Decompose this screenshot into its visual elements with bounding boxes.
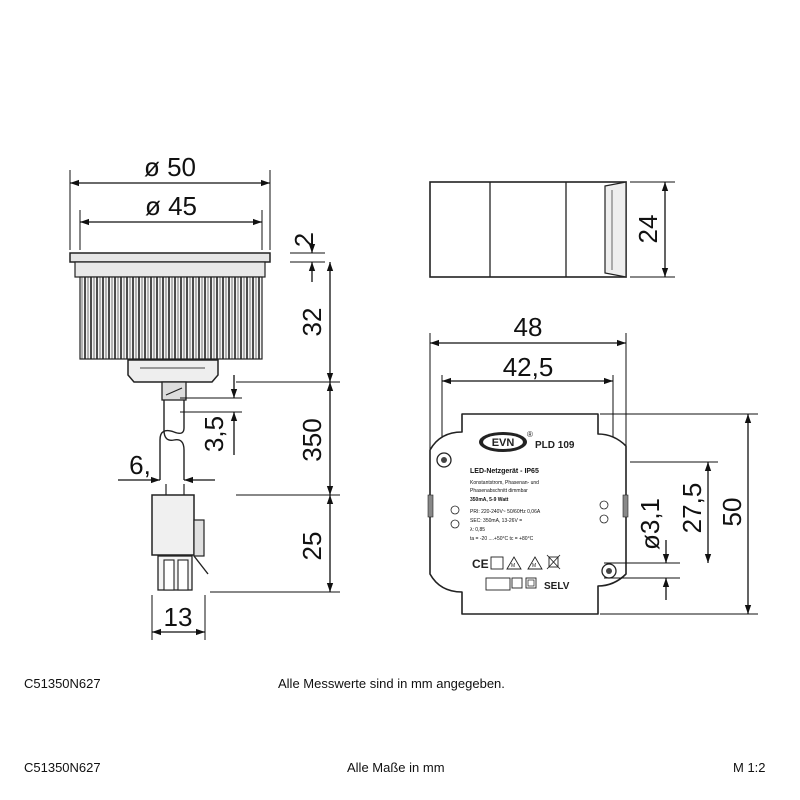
label-title: LED-Netzgerät - IP65: [470, 468, 539, 475]
label-temp: ta = -20 ....+50°C tc = +80°C: [470, 536, 534, 542]
dim-w6: 6,: [118, 450, 215, 484]
driver-side-view: [429, 181, 627, 278]
footer-note-1: Alle Messwerte sind in mm angegeben.: [278, 676, 505, 691]
evn-logo: EVN: [479, 432, 527, 452]
dim-d50-label: ø 50: [144, 152, 196, 182]
dim-h24-label: 24: [633, 215, 663, 244]
scale-label: M 1:2: [733, 760, 766, 775]
label-sec: SEC: 350mA, 13-26V =: [470, 518, 522, 524]
dim-w48-label: 48: [514, 312, 543, 342]
model-label: PLD 109: [535, 440, 575, 451]
dim-h24: 24: [630, 181, 675, 278]
dim-h50: 50: [600, 413, 758, 615]
svg-text:EVN: EVN: [492, 437, 515, 449]
label-pri: PRI: 220-240V~ 50/60Hz 0,06A: [470, 509, 541, 515]
dim-w13: 13: [151, 595, 206, 640]
selv-label: SELV: [544, 581, 570, 592]
downlight-side-view: [69, 252, 271, 591]
dim-d50: ø 50: [69, 152, 271, 250]
dim-w48: 48: [429, 312, 627, 460]
dim-h25: 25: [210, 494, 340, 593]
dim-d3-1-label: ø3,1: [635, 498, 665, 550]
dim-h2: 2: [289, 233, 325, 282]
dim-w42-5-label: 42,5: [503, 352, 554, 382]
dim-w6-label: 6,: [129, 450, 151, 480]
dim-h27-5: 27,5: [630, 461, 718, 563]
label-line3: 350mA, 5-9 Watt: [470, 497, 509, 503]
label-lambda: λ: 0,85: [470, 527, 485, 533]
dim-h50-label: 50: [717, 498, 747, 527]
dim-w42-5: 42,5: [441, 352, 614, 460]
dim-d45-label: ø 45: [145, 191, 197, 221]
dim-d3-1: ø3,1: [604, 498, 680, 600]
registered-mark: ®: [527, 430, 533, 439]
svg-text:M: M: [532, 563, 536, 569]
dim-h27-5-label: 27,5: [677, 483, 707, 534]
dim-h350: 350: [236, 381, 340, 495]
dim-h25-label: 25: [297, 532, 327, 561]
driver-top-view: EVN ® PLD 109 LED-Netzgerät - IP65 Konst…: [427, 413, 629, 615]
footer-note-2: Alle Maße in mm: [347, 760, 445, 775]
dim-d45: ø 45: [79, 191, 263, 250]
footer-code-1: C51350N627: [24, 676, 101, 691]
label-line2: Phasenabschnitt dimmbar: [470, 488, 528, 494]
dim-h32: 32: [297, 262, 334, 382]
dim-h3-5: 3,5: [180, 375, 242, 455]
svg-text:M: M: [511, 563, 515, 569]
dim-h32-label: 32: [297, 308, 327, 337]
label-line1: Konstantstrom, Phasenan- und: [470, 480, 539, 486]
svg-text:CE: CE: [472, 557, 489, 571]
footer-code-2: C51350N627: [24, 760, 101, 775]
dim-h350-label: 350: [297, 418, 327, 461]
certification-marks: CE M M SELV: [472, 554, 570, 592]
dim-h2-label: 2: [289, 233, 319, 247]
dim-h3-5-label: 3,5: [199, 416, 229, 452]
dim-w13-label: 13: [164, 602, 193, 632]
